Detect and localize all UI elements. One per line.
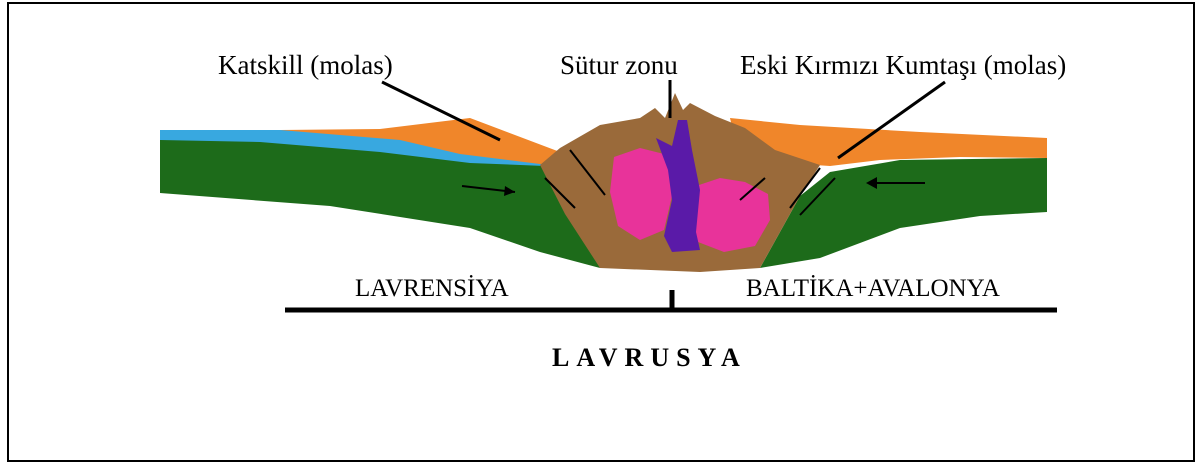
baltica-avalonia-label: BALTİKA+AVALONYA [746,276,1000,301]
laurussia-label: LAVRUSYA [552,345,747,371]
katskill-label: Katskill (molas) [218,52,393,79]
suture-zone-label: Sütur zonu [560,52,678,79]
laurentia-label: LAVRENSİYA [355,276,509,301]
granite-right [688,178,770,252]
granite-left [610,148,672,240]
old-red-sandstone-label: Eski Kırmızı Kumtaşı (molas) [740,52,1066,79]
